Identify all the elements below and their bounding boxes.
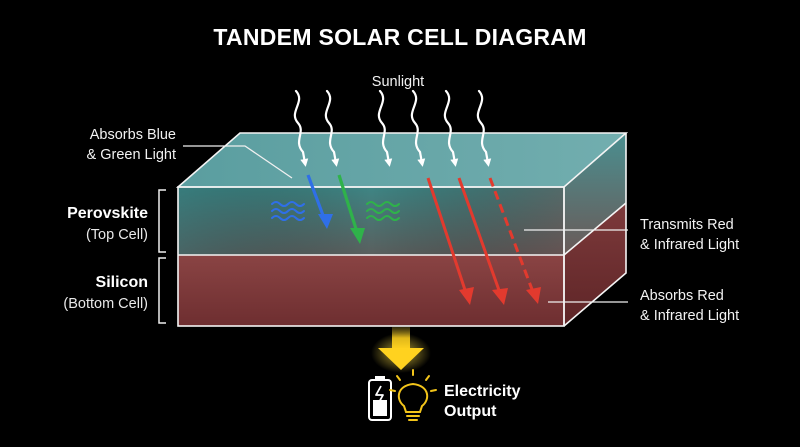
blue-light-ray xyxy=(306,174,333,229)
callout-line-1: Absorbs Red xyxy=(640,288,724,304)
layer-label-silicon: Silicon (Bottom Cell) xyxy=(63,257,166,324)
page-title: TANDEM SOLAR CELL DIAGRAM xyxy=(213,24,586,50)
battery-icon xyxy=(368,376,392,421)
callout-line-2: & Infrared Light xyxy=(640,237,739,253)
red-light-ray xyxy=(457,177,508,305)
sun-ray-icon xyxy=(476,89,492,167)
callout-transmits-red: Transmits Red & Infrared Light xyxy=(524,217,739,253)
sun-ray-icon xyxy=(324,89,340,167)
sunlight-rays xyxy=(293,89,492,167)
green-light-ray xyxy=(337,174,365,244)
sun-ray-icon xyxy=(443,89,459,167)
red-infrared-ray-dashed xyxy=(488,177,541,304)
wave-icon xyxy=(271,201,305,221)
layer-label-perovskite: Perovskite (Top Cell) xyxy=(67,189,166,253)
silicon-name: Silicon xyxy=(96,274,148,291)
electricity-output-arrow xyxy=(371,327,431,373)
callout-absorbs-blue-green: Absorbs Blue & Green Light xyxy=(87,127,293,179)
sunlight-label: Sunlight xyxy=(372,74,424,90)
cell-side-perovskite xyxy=(564,133,626,255)
output-line-1: Electricity xyxy=(444,383,521,400)
perovskite-sub: (Top Cell) xyxy=(86,227,148,243)
cell-side-silicon xyxy=(564,203,626,326)
callout-line-1: Transmits Red xyxy=(640,217,734,233)
wave-icon xyxy=(366,201,400,221)
sun-ray-icon xyxy=(410,89,426,167)
perovskite-name: Perovskite xyxy=(67,205,148,222)
callout-absorbs-red: Absorbs Red & Infrared Light xyxy=(548,288,739,324)
cell-top-face xyxy=(178,133,626,187)
callout-line-2: & Infrared Light xyxy=(640,308,739,324)
sun-ray-icon xyxy=(377,89,393,167)
silicon-sub: (Bottom Cell) xyxy=(63,296,148,312)
output-line-2: Output xyxy=(444,403,497,420)
cell-outline xyxy=(175,132,629,327)
red-light-ray xyxy=(426,177,474,305)
callout-line-1: Absorbs Blue xyxy=(90,127,176,143)
callout-line-2: & Green Light xyxy=(87,147,176,163)
light-bulb-icon xyxy=(389,369,437,421)
sun-ray-icon xyxy=(293,89,309,167)
